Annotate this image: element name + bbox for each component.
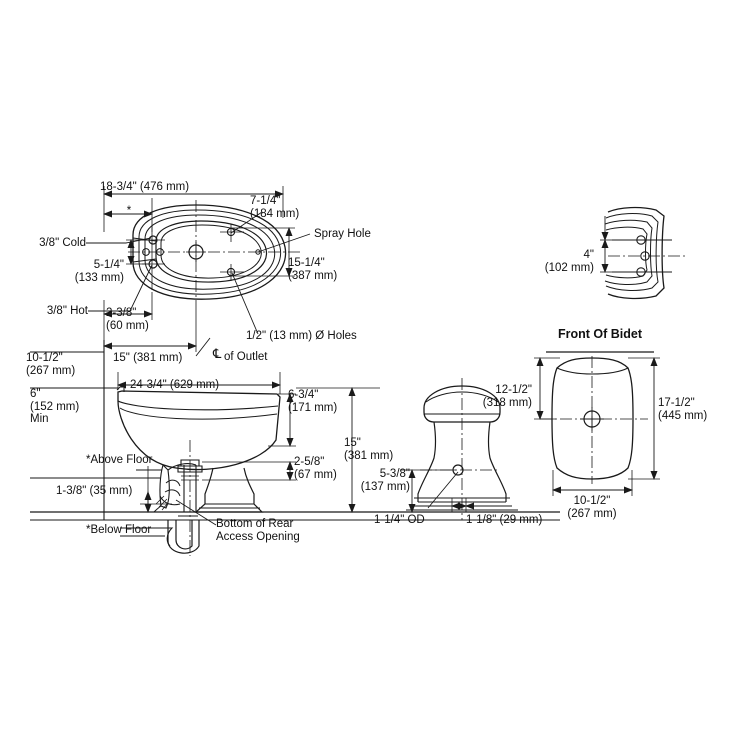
- dim-wall-to-outlet: 15" (381 mm): [113, 352, 183, 364]
- rim-detail-geometry: [600, 206, 686, 300]
- dim-min-clearance: 6" (152 mm) Min: [30, 388, 80, 426]
- rear-view-geometry: [296, 378, 560, 521]
- dim-hole-spacing: 5-1/4" (133 mm): [74, 259, 124, 284]
- front-view-geometry: [534, 351, 660, 496]
- dim-side-length: 24-3/4" (629 mm): [130, 379, 220, 391]
- dim-top-width: 18-3/4" (476 mm): [100, 181, 190, 193]
- dim-rear-outlet-height: 5-3/8" (137 mm): [360, 468, 410, 493]
- label-rear-access: Bottom of Rear Access Opening: [216, 518, 300, 543]
- dim-back-offset: 2-3/8" (60 mm): [106, 307, 149, 332]
- dim-top-depth: 15-1/4" (387 mm): [288, 257, 338, 282]
- dim-hole-diameter: 1/2" (13 mm) Ø Holes: [246, 330, 357, 342]
- front-view-title: Front Of Bidet: [557, 327, 642, 341]
- label-of-outlet: of Outlet: [224, 351, 268, 363]
- dim-trap-drop: 1-3/8" (35 mm): [56, 485, 133, 497]
- dim-spray-offset: 7-1/4" (184 mm): [250, 195, 300, 220]
- dim-outlet-od: 1-1/4" OD: [374, 514, 425, 526]
- top-view-geometry: [86, 186, 311, 357]
- centerline-symbol: ℄: [213, 346, 222, 361]
- label-above-floor: *Above Floor: [86, 454, 153, 466]
- dim-front-rim-to-center: 12-1/2" (318 mm): [482, 384, 532, 409]
- dim-outlet-height-small: 2-5/8" (67 mm): [294, 456, 337, 481]
- dim-front-height: 17-1/2" (445 mm): [658, 397, 708, 422]
- dim-front-width: 10-1/2" (267 mm): [567, 495, 617, 520]
- dim-overall-height: 15" (381 mm): [344, 437, 394, 462]
- side-view-geometry: [30, 340, 360, 556]
- label-cold-supply: 3/8" Cold: [39, 237, 86, 249]
- label-hot-supply: 3/8" Hot: [46, 305, 88, 317]
- label-below-floor: *Below Floor: [86, 524, 152, 536]
- dim-rim-thickness: 6-3/4" (171 mm): [288, 389, 338, 414]
- label-spray-hole: Spray Hole: [314, 228, 371, 240]
- dim-rim-hole-spacing: 4" (102 mm): [544, 249, 594, 274]
- asterisk-marker: *: [126, 205, 132, 217]
- dim-outlet-offset: 1-1/8" (29 mm): [466, 514, 543, 526]
- dim-side-clearance: 10-1/2" (267 mm): [26, 352, 76, 377]
